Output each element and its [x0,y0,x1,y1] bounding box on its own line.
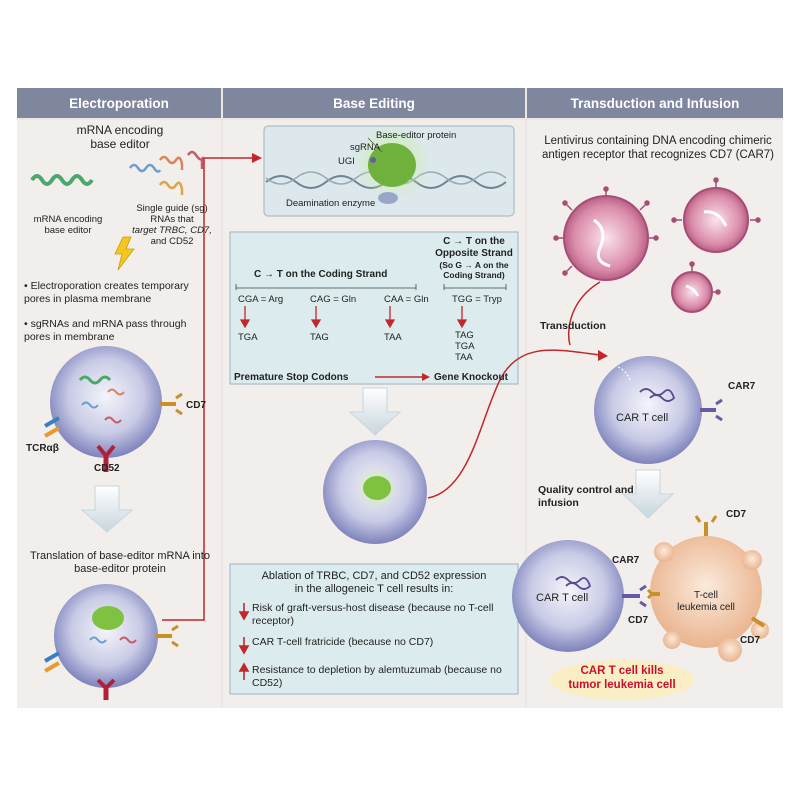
codon-to-1: TGA [238,332,258,343]
sgrna-label: Single guide (sg) RNAs that target TRBC,… [132,203,212,247]
result-2: CAR T-cell fratricide (because no CD7) [252,636,434,648]
edited-t-cell [323,440,427,544]
result-3: Resistance to depletion by alemtuzumab (… [252,664,502,689]
lentivirus-medium [683,187,749,253]
car7-label-bottom: CAR7 [612,555,640,566]
mrna-label: mRNA encoding base editor [33,214,103,236]
translation-label: Translation of base-editor mRNA into bas… [30,550,210,575]
cd7-receptor [160,392,183,416]
leukemia-label: T-cell leukemia cell [677,590,735,613]
header-electroporation: Electroporation [17,88,221,118]
car7-label: CAR7 [728,381,756,392]
sgrna-label-inset: sgRNA [350,142,381,153]
down-arrow-transduction [621,469,675,519]
premature-label: Premature Stop Codons [234,372,349,383]
transduction-arrow [567,281,601,346]
lentivirus-label: Lentivirus containing DNA encoding chime… [541,135,775,161]
codon-from-4: TGG = Tryp [452,294,502,305]
results-box [229,563,519,695]
cd52-receptor [96,444,116,472]
lentivirus-large [563,195,649,281]
ugi-dot [370,157,376,163]
codon-to-2: TAG [310,332,329,343]
codon-from-3: CAA = Gln [384,294,429,305]
ablation-title: Ablation of TRBC, CD7, and CD52 expressi… [261,570,487,595]
car-t-cell-label: CAR T cell [616,412,669,424]
electroporation-bullet-1: • Electroporation creates temporary pore… [24,280,189,305]
deamination-label: Deamination enzyme [286,198,376,209]
cd7-label-middle: CD7 [628,615,649,626]
header-transduction: Transduction and Infusion [527,88,783,118]
codon-from-2: CAG = Gln [310,294,357,305]
car-t-cell-bottom [512,540,660,652]
quality-label: Quality control and infusion [538,484,634,509]
car-t-cell-label-bottom: CAR T cell [536,592,589,604]
down-arrow-base-editing [348,387,402,436]
kill-glow [550,660,694,700]
knockout-label: Gene Knockout [434,372,508,383]
cd52-label: CD52 [94,463,120,474]
virus-spikes [553,177,761,295]
leukemia-cell [650,515,769,662]
mrna-strand [30,174,94,186]
kill-callout: CAR T cell kills tumor leukemia cell [568,665,676,691]
car-t-cell [594,356,723,464]
cd7-label-right: CD7 [740,635,761,646]
tcr-label: TCRαβ [26,443,59,454]
codon-to-4: TAG TGA TAA [455,330,475,363]
mrna-title: mRNA encoding base editor [76,123,164,151]
transduction-label: Transduction [540,320,606,332]
electroporation-bullet-2: • sgRNAs and mRNA pass through pores in … [24,318,187,343]
sgrna-strands [128,150,204,195]
codon-arrows [239,306,468,329]
codon-box [229,231,519,385]
cd7-label: CD7 [186,400,207,411]
lentivirus-small [671,271,713,313]
codon-to-3: TAA [384,332,402,343]
result-1: Risk of graft-versus-host disease (becau… [252,602,494,627]
ugi-label: UGI [338,156,355,167]
deamination-enzyme [378,192,398,204]
connector-arrow-2 [427,349,601,499]
result-arrows [238,603,250,680]
cd7-label-top: CD7 [726,509,747,520]
connector-arrow-1 [162,157,252,621]
coding-strand-title: C → T on the Coding Strand [254,269,388,280]
t-cell-electroporation [50,346,162,458]
codon-from-1: CGA = Arg [238,294,284,305]
lightning-icon [114,236,135,271]
base-editor-protein [368,143,416,187]
down-arrow-electroporation [80,485,134,533]
protein-label: Base-editor protein [376,130,457,141]
t-cell-translation [44,584,179,700]
opposite-strand-title: C → T on the Opposite Strand (So G → A o… [435,236,513,280]
header-base-editing: Base Editing [223,88,525,118]
tcr-receptor [44,416,60,438]
